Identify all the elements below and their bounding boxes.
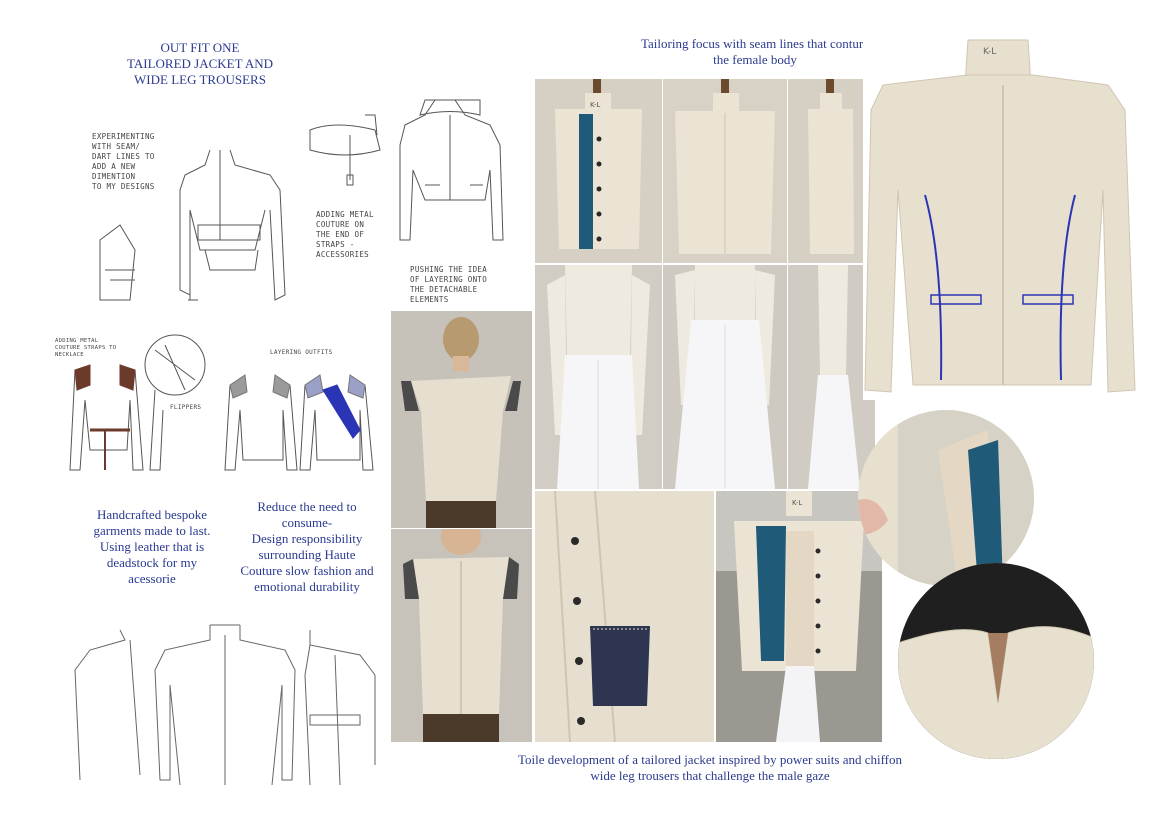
note-seam-line-5: dimention xyxy=(92,172,136,181)
note-metal-line-4: straps - xyxy=(316,240,355,249)
sketch-jacket-views xyxy=(70,615,385,790)
handcrafted-caption-line-3: Using leather that is xyxy=(99,539,205,554)
handcrafted-caption-line-1: Handcrafted bespoke xyxy=(96,507,208,522)
note-layering-line-2: of layering onto xyxy=(410,275,488,284)
photo-mannequin-front: K-L xyxy=(535,79,662,263)
sketch-layering-outfits xyxy=(55,330,385,490)
toile-caption: Toile development of a tailored jacket i… xyxy=(470,752,950,784)
note-small-metal-line-1: Adding metal xyxy=(55,338,99,344)
reduce-caption: Reduce the need to consume- Design respo… xyxy=(232,499,382,595)
photo-collar-circle xyxy=(898,563,1094,759)
photo-lining-circle xyxy=(858,410,1034,586)
note-layering-line-3: the detachable xyxy=(410,285,478,294)
reduce-caption-line-6: emotional durability xyxy=(254,579,360,594)
note-seam-line-6: to my designs xyxy=(92,182,155,191)
mannequin-label-2: K-L xyxy=(792,499,802,507)
sketch-strap-accessory xyxy=(305,90,525,250)
note-seam-line-4: add a new xyxy=(92,162,136,171)
note-layering-outfits: Layering outfits xyxy=(270,349,333,356)
note-metal-couture: Adding metal couture on the end of strap… xyxy=(316,210,374,260)
reduce-caption-line-3: Design responsibility xyxy=(251,531,363,546)
reduce-caption-line-4: surrounding Haute xyxy=(258,547,356,562)
photo-model-back xyxy=(391,311,532,528)
photo-mannequin-back xyxy=(663,79,787,263)
mannequin-label-3: K-L xyxy=(983,47,996,57)
photo-pocket-detail xyxy=(535,491,714,742)
note-layering-line-1: Pushing the idea xyxy=(410,265,488,274)
sketch-belted-jacket xyxy=(80,130,300,310)
outfit-title: OUT FIT ONE TAILORED JACKET AND WIDE LEG… xyxy=(100,40,300,88)
note-seam-lines: Experimenting with seam/ dart lines to a… xyxy=(92,132,155,192)
note-metal-line-3: the end of xyxy=(316,230,365,239)
tailoring-caption: Tailoring focus with seam lines that con… xyxy=(600,36,910,68)
tailoring-caption-line-2: the female body xyxy=(713,52,797,67)
reduce-caption-line-1: Reduce the need to xyxy=(257,499,357,514)
note-metal-line-1: Adding metal xyxy=(316,210,374,219)
handcrafted-caption: Handcrafted bespoke garments made to las… xyxy=(72,507,232,587)
handcrafted-caption-line-4: deadstock for my xyxy=(106,555,198,570)
handcrafted-caption-line-5: acessorie xyxy=(128,571,176,586)
toile-caption-line-1: Toile development of a tailored jacket i… xyxy=(517,752,903,767)
note-seam-line-3: dart lines to xyxy=(92,152,155,161)
handcrafted-caption-line-2: garments made to last. xyxy=(93,523,211,538)
note-metal-line-2: couture on xyxy=(316,220,365,229)
toile-caption-line-2: wide leg trousers that challenge the mal… xyxy=(590,768,830,783)
note-seam-line-1: Experimenting xyxy=(92,132,155,141)
photo-mannequin-side xyxy=(788,79,875,263)
photo-model-front xyxy=(391,529,532,742)
outfit-title-line-3: WIDE LEG TROUSERS xyxy=(134,72,266,87)
note-layering-line-4: elements xyxy=(410,295,449,304)
note-metal-line-5: accessories xyxy=(316,250,369,259)
outfit-title-line-2: TAILORED JACKET AND xyxy=(126,56,274,71)
photo-open-jacket: K-L xyxy=(716,491,882,742)
reduce-caption-line-5: Couture slow fashion and xyxy=(240,563,374,578)
reduce-caption-line-2: consume- xyxy=(281,515,333,530)
outfit-title-line-1: OUT FIT ONE xyxy=(160,40,240,55)
mannequin-label-1: K-L xyxy=(590,101,600,109)
photo-trousers-back xyxy=(663,265,787,489)
note-small-metal-line-3: necklace xyxy=(55,352,84,358)
note-small-metal-line-2: couture straps to xyxy=(55,345,117,351)
note-metal-necklace: Adding metal couture straps to necklace xyxy=(55,338,116,359)
photo-trousers-front xyxy=(535,265,662,489)
photo-jacket-closeup: K-L xyxy=(863,30,1138,400)
photo-trousers-side xyxy=(788,265,875,489)
note-layering: Pushing the idea of layering onto the de… xyxy=(410,265,487,305)
note-seam-line-2: with seam/ xyxy=(92,142,141,151)
note-flippers: Flippers xyxy=(170,404,202,411)
tailoring-caption-line-1: Tailoring focus with seam lines that con… xyxy=(641,36,869,51)
